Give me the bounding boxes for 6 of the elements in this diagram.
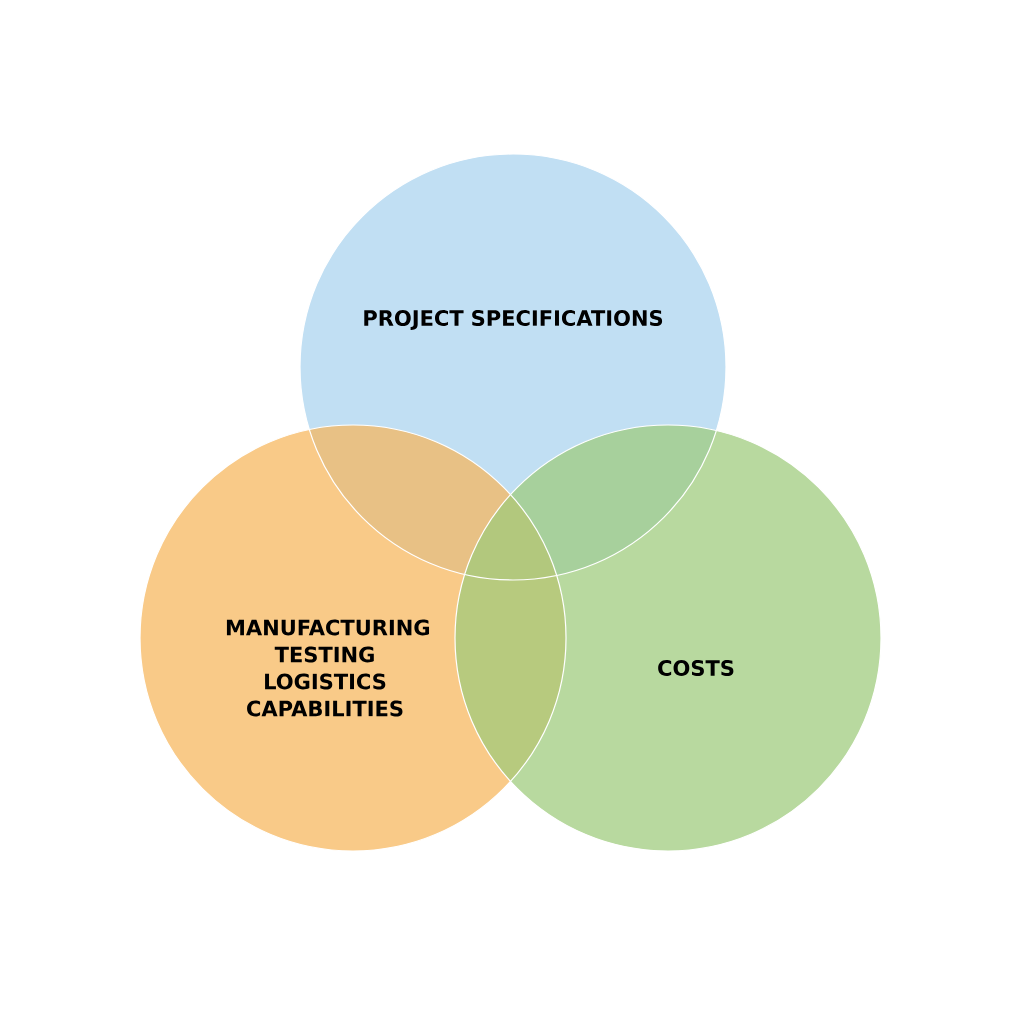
circle-outline — [139, 424, 567, 852]
circle-outline — [454, 424, 882, 852]
circle-outline — [299, 153, 727, 581]
circle-label: MANUFACTURING TESTING LOGISTICS CAPABILITIES — [226, 619, 429, 717]
circle-label: PROJECT SPECIFICATIONS — [364, 310, 663, 330]
circle-label: COSTS — [658, 660, 734, 676]
